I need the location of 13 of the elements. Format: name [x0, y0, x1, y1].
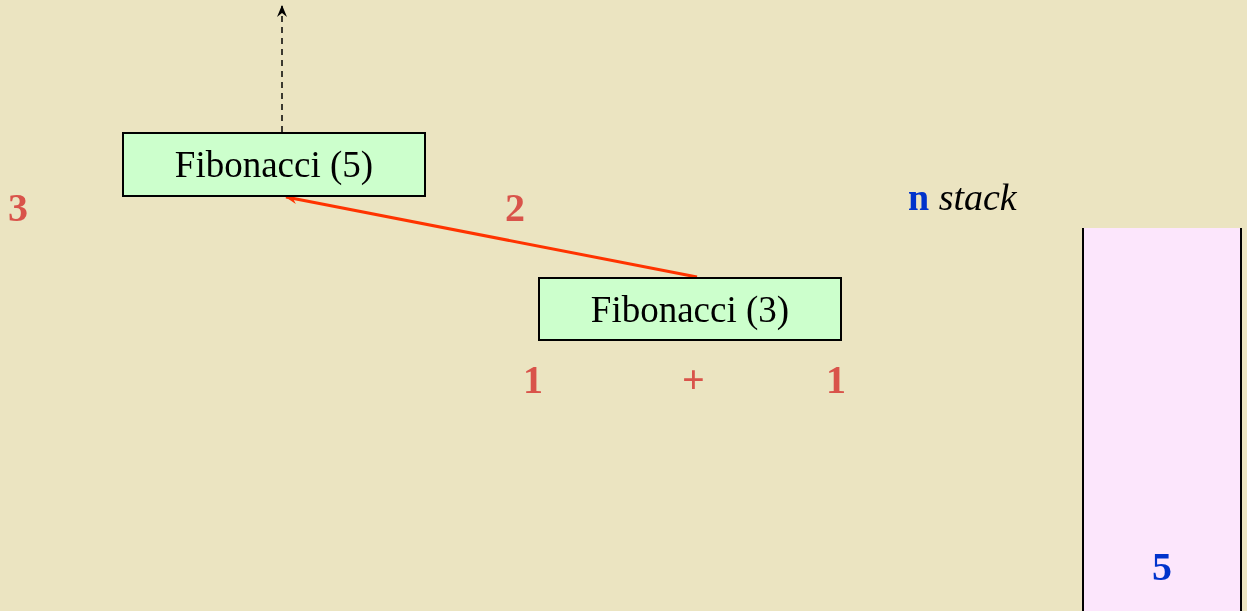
stack-column [1082, 228, 1242, 611]
call-box [538, 277, 842, 341]
call-label: Fibonacci (3) [590, 290, 790, 328]
value-label: 3 [8, 188, 28, 228]
stack-heading: n stack [908, 178, 1017, 216]
value-label: + [682, 360, 705, 400]
value-label: 1 [523, 360, 543, 400]
call-box [122, 132, 426, 197]
value-label: 1 [826, 360, 846, 400]
call-label: Fibonacci (5) [174, 146, 374, 183]
stack-value: 5 [1152, 547, 1172, 587]
value-label: 2 [505, 188, 525, 228]
arrow [277, 5, 287, 133]
